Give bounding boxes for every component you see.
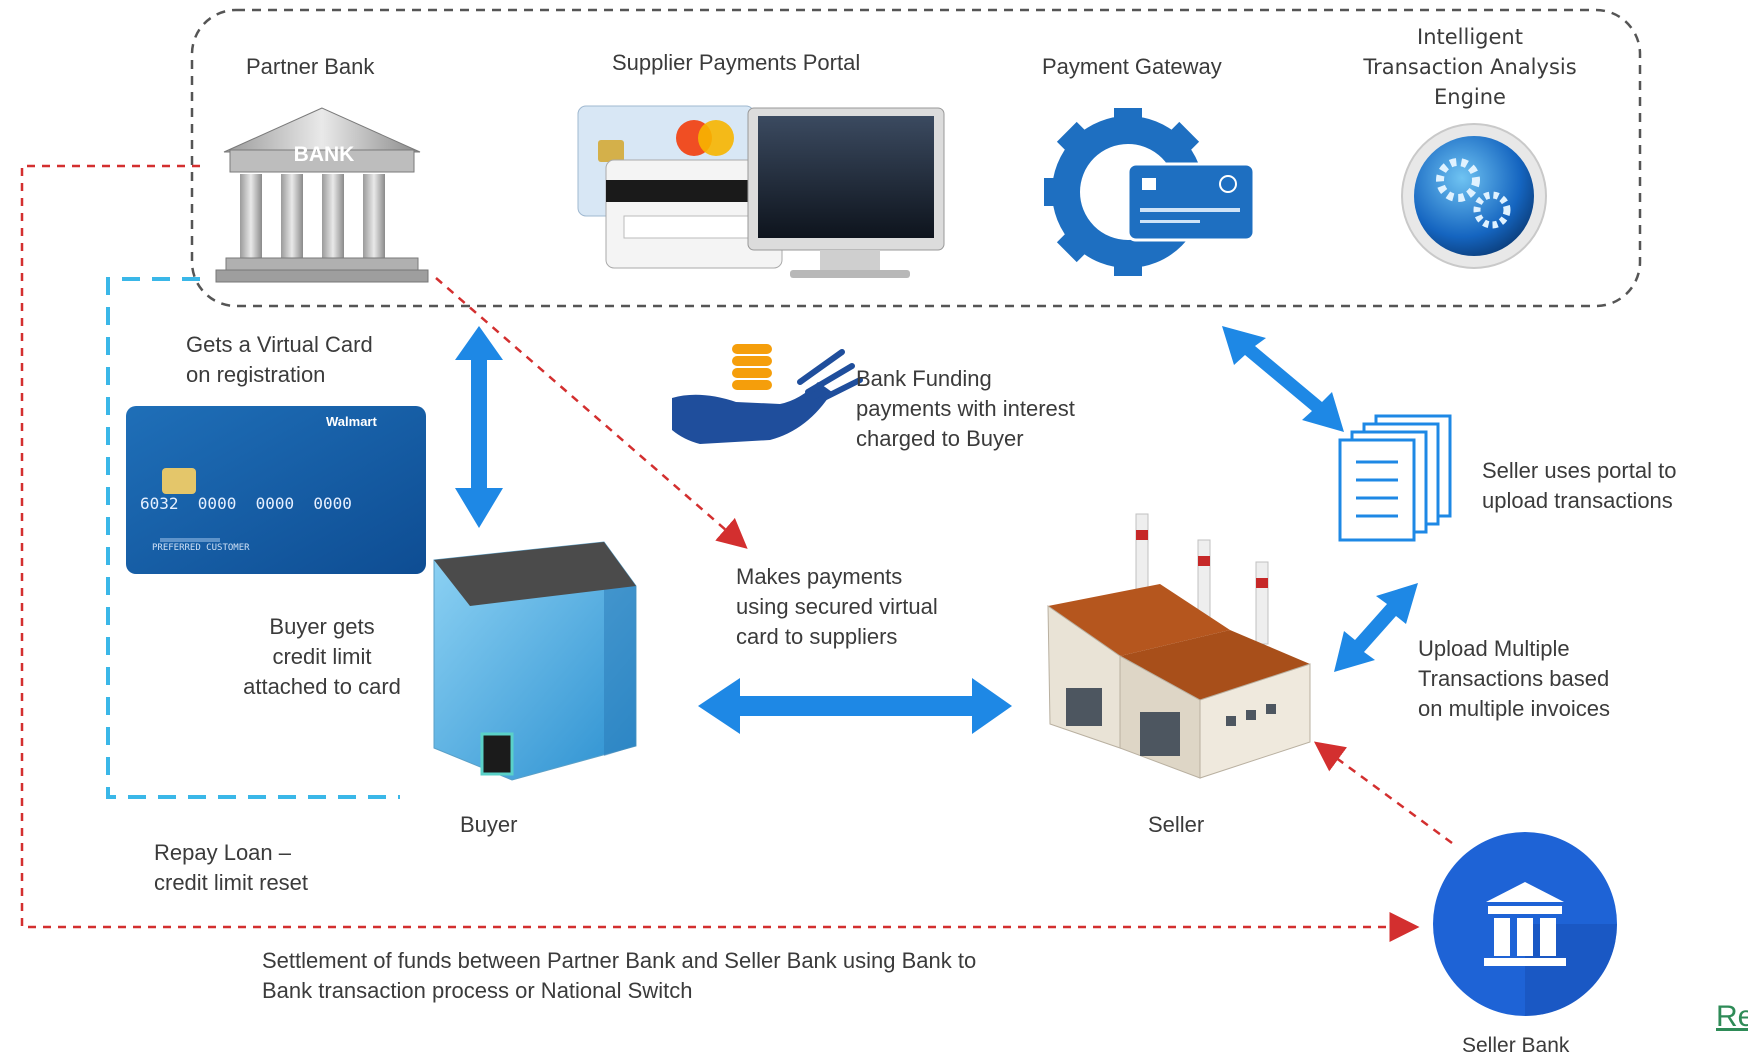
corner-link[interactable]: Re xyxy=(1716,1000,1748,1033)
portal-label: Supplier Payments Portal xyxy=(612,50,861,75)
virtual-card-graphic xyxy=(126,406,426,574)
repay-loop-line xyxy=(106,277,400,799)
documents-icon xyxy=(1338,414,1452,542)
seller-bank-label: Seller Bank xyxy=(1462,1034,1570,1057)
card-number: 6032 0000 0000 0000 xyxy=(140,494,352,513)
gateway-label: Payment Gateway xyxy=(1042,54,1222,79)
makes-payments-label: Makes payments using secured virtual car… xyxy=(736,564,938,649)
funding-line xyxy=(435,277,748,549)
seller-factory-icon xyxy=(1047,513,1311,779)
buyer-building-icon xyxy=(433,541,637,781)
bank-icon xyxy=(215,107,429,283)
bank-funding-icon xyxy=(672,344,863,444)
buyer-label: Buyer xyxy=(460,812,518,837)
repay-loan-label: Repay Loan – credit limit reset xyxy=(154,840,309,895)
upload-multiple-label: Upload Multiple Transactions based on mu… xyxy=(1418,636,1610,721)
settlement-label: Settlement of funds between Partner Bank… xyxy=(262,948,977,1003)
itae-label: Intelligent Transaction Analysis Engine xyxy=(1363,25,1577,109)
top-group-border xyxy=(190,8,1642,308)
bank-funding-label: Bank Funding payments with interest char… xyxy=(856,366,1075,451)
buyer-credit-label: Buyer gets credit limit attached to card xyxy=(243,614,401,699)
virtual-card-label: Gets a Virtual Card on registration xyxy=(186,332,373,387)
card-tagline: PREFERRED CUSTOMER xyxy=(152,543,250,553)
blue-arrows xyxy=(455,326,1418,734)
seller-portal-label: Seller uses portal to upload transaction… xyxy=(1482,458,1677,513)
seller-label: Seller xyxy=(1148,812,1205,837)
itae-orb-icon xyxy=(1401,123,1547,269)
seller-bank-line xyxy=(1313,741,1453,845)
seller-bank-icon xyxy=(1433,832,1617,1016)
settlement-line xyxy=(20,164,1420,942)
gateway-docs-arrow xyxy=(1222,326,1344,432)
card-brand: Walmart xyxy=(326,414,377,429)
docs-seller-arrow xyxy=(1334,583,1418,672)
bank-buyer-arrow xyxy=(455,326,503,528)
partner-bank-label: Partner Bank xyxy=(246,54,375,79)
buyer-seller-arrow xyxy=(698,678,1012,734)
portal-icon xyxy=(577,105,945,278)
gateway-gear-icon xyxy=(1044,108,1256,276)
bank-sign-text: BANK xyxy=(293,143,355,166)
